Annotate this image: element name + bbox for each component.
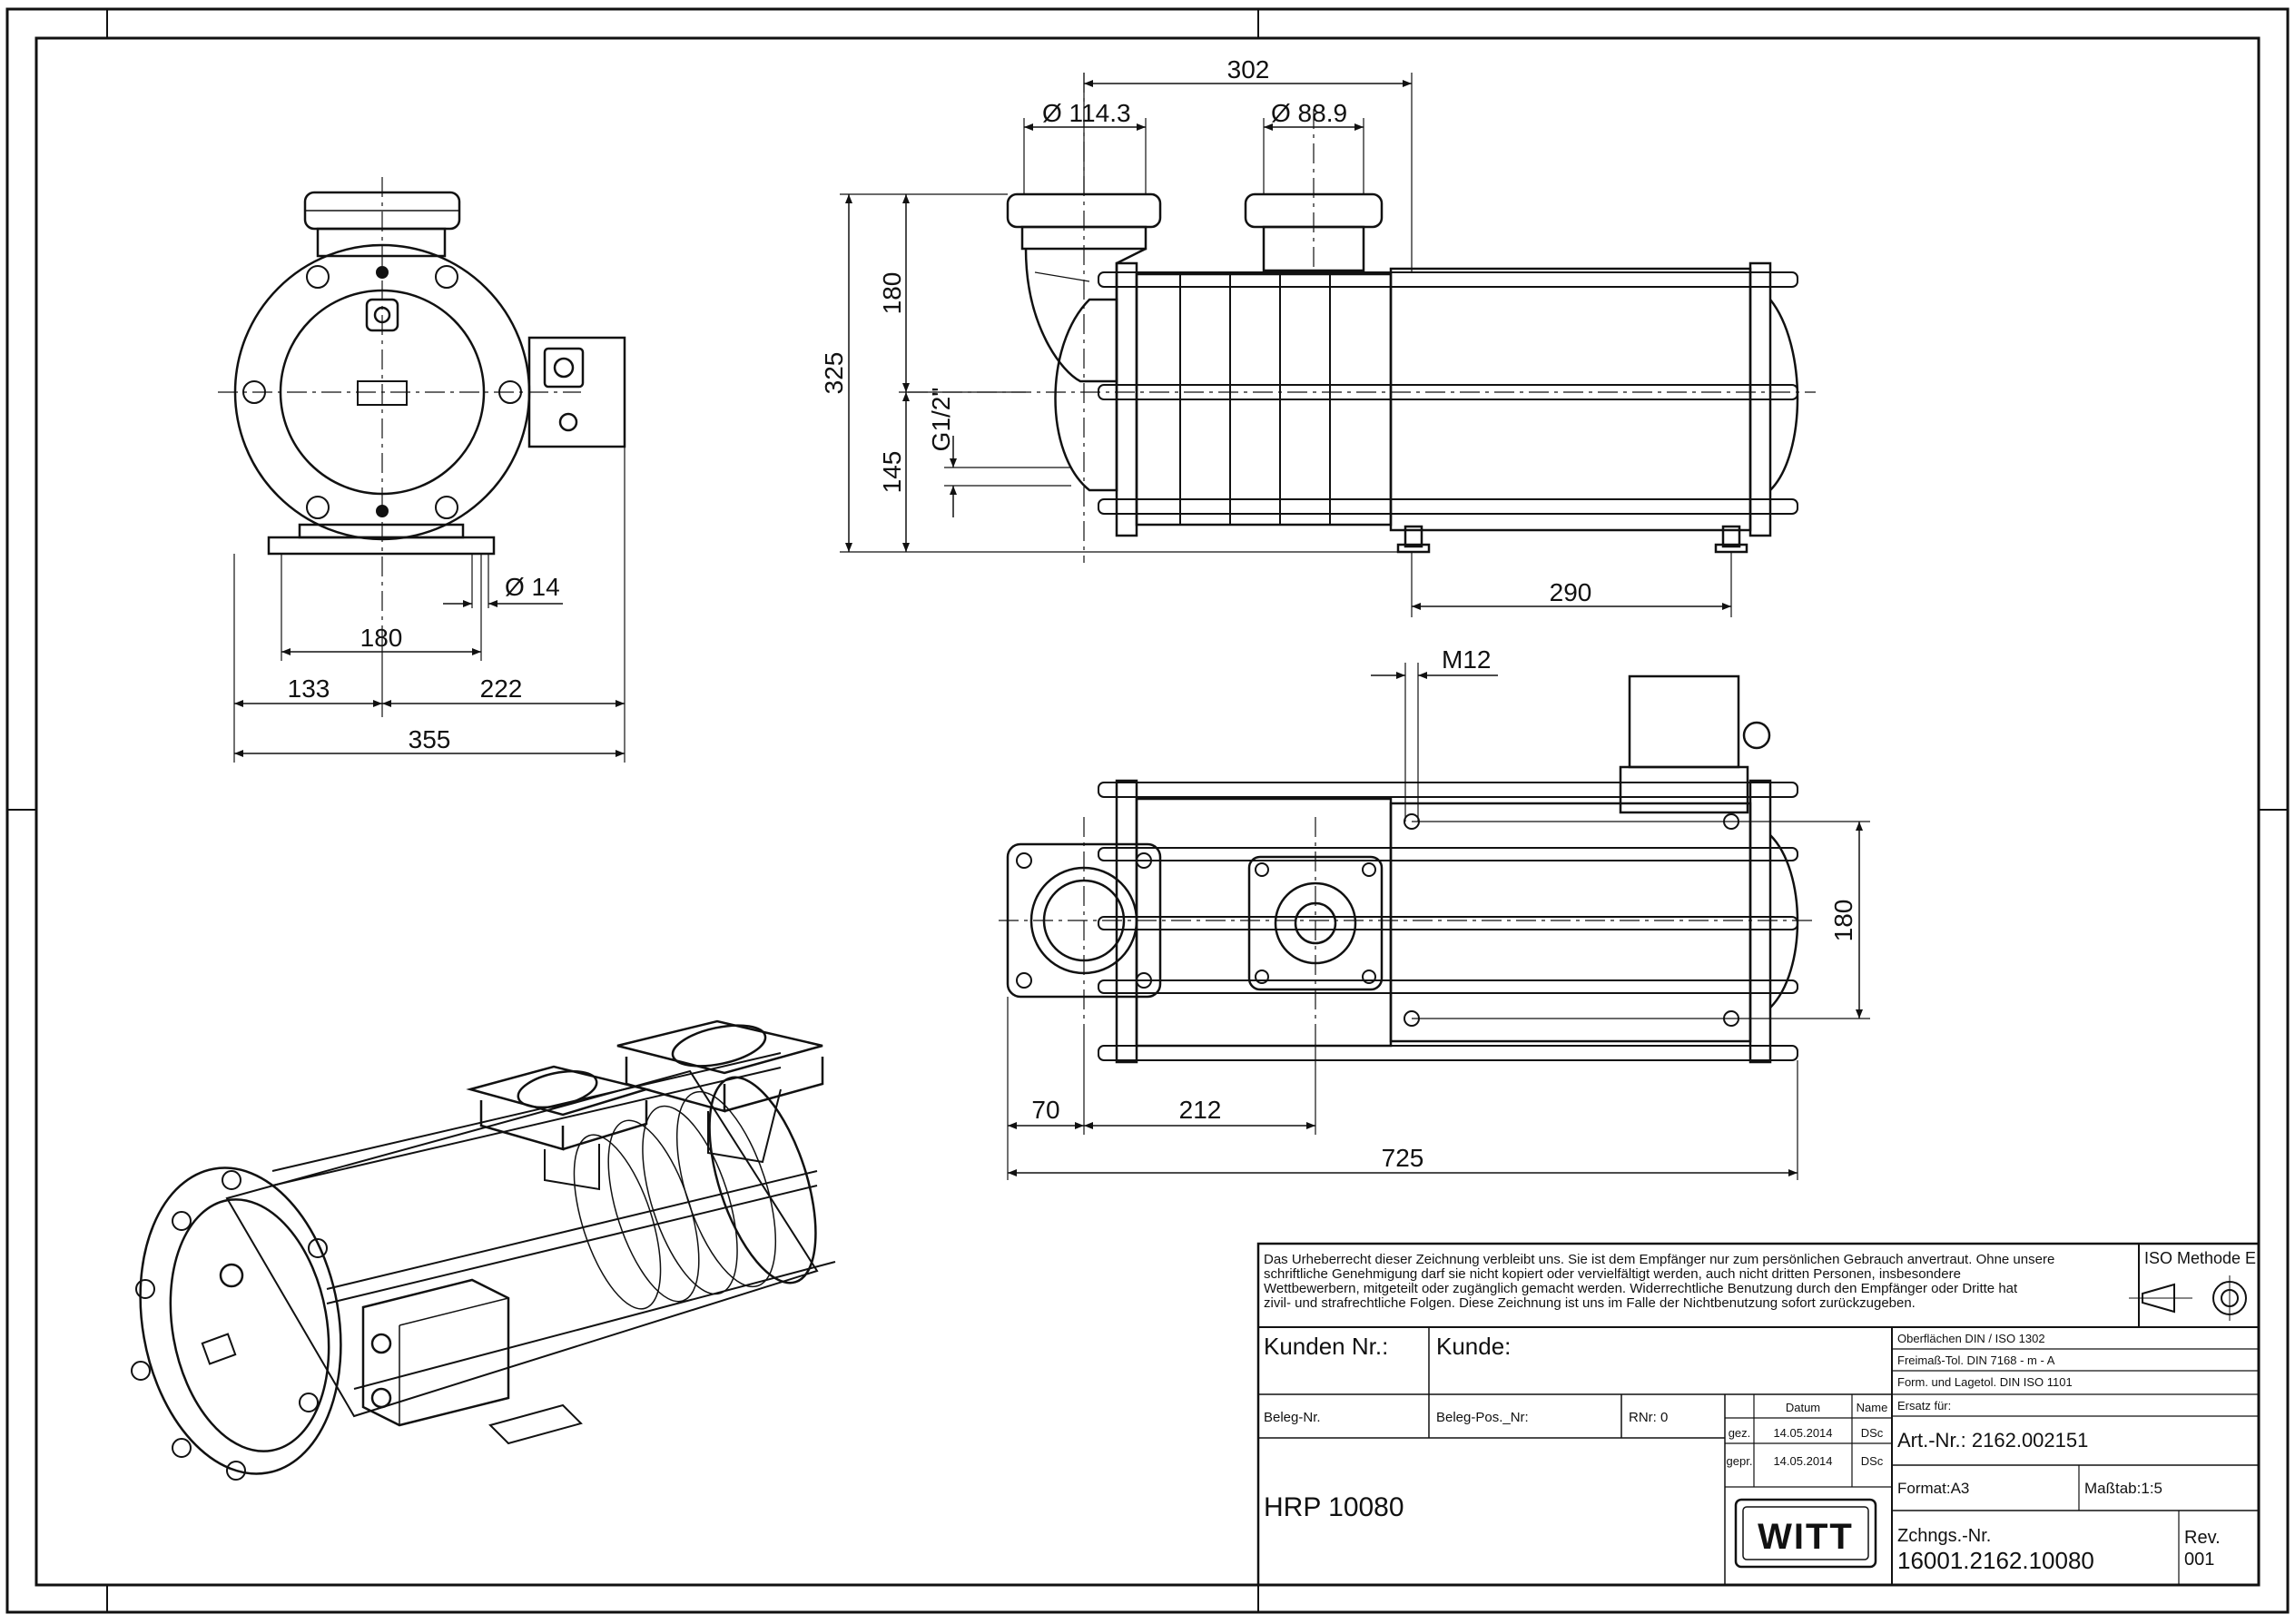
document-number-label: Beleg-Nr.	[1264, 1410, 1321, 1425]
dim-lower-height: 145	[878, 451, 906, 494]
iso-method-symbol	[2129, 1275, 2247, 1321]
top-view-dimensions	[1008, 672, 1863, 1176]
dim-suction-offset: 70	[1031, 1096, 1059, 1124]
surfaces-standard: Oberflächen DIN / ISO 1302	[1897, 1332, 2045, 1345]
dim-hole-diameter: Ø 14	[505, 573, 560, 601]
top-view-dimension-labels: M12 180 70 212 725	[1031, 645, 1857, 1172]
document-position-label: Beleg-Pos._Nr:	[1436, 1410, 1529, 1425]
general-tolerance: Freimaß-Tol. DIN 7168 - m - A	[1897, 1353, 2055, 1367]
format-field: Format:A3	[1897, 1480, 1969, 1497]
iso-method-label: ISO Methode E	[2144, 1249, 2256, 1267]
scale-value: 1:5	[2141, 1480, 2162, 1497]
name-header: Name	[1857, 1401, 1888, 1414]
replacement-for-label: Ersatz für:	[1897, 1399, 1951, 1412]
title-block-text: Das Urheberrecht dieser Zeichnung verble…	[1264, 1249, 2256, 1574]
checked-date: 14.05.2014	[1773, 1454, 1832, 1468]
dim-overall-width: 355	[409, 725, 451, 753]
dim-discharge-diameter: Ø 88.9	[1271, 99, 1347, 127]
drawn-date: 14.05.2014	[1773, 1426, 1832, 1440]
side-view	[840, 73, 1816, 617]
title-block	[1256, 1242, 2261, 1587]
checked-name: DSc	[1861, 1454, 1884, 1468]
scale-label: Maßtab:	[2084, 1480, 2141, 1497]
side-view-dimension-labels: 302 Ø 114.3 Ø 88.9 180 325 145 G1/2" 290	[820, 55, 1591, 606]
drawn-label: gez.	[1729, 1426, 1751, 1440]
drawn-name: DSc	[1861, 1426, 1884, 1440]
copyright-line-1: Das Urheberrecht dieser Zeichnung verble…	[1264, 1252, 2054, 1267]
front-view-dimension-labels: Ø 14 180 133 222 355	[288, 573, 560, 753]
side-view-dimensions	[845, 80, 1731, 610]
dim-total-height: 325	[820, 352, 848, 395]
dim-port-spacing: 212	[1179, 1096, 1222, 1124]
copyright-line-2: schriftliche Genehmigung darf sie nicht …	[1264, 1266, 1961, 1282]
revision-value: 001	[2184, 1550, 2214, 1570]
format-label: Format:	[1897, 1480, 1951, 1497]
front-view-dimensions	[234, 600, 625, 757]
sheet-frame	[5, 7, 2290, 1614]
dim-overall-length: 725	[1382, 1144, 1424, 1172]
isometric-view	[131, 1019, 836, 1481]
dim-drain-thread: G1/2"	[927, 388, 955, 452]
dim-foot-spacing: 290	[1550, 578, 1592, 606]
article-number: Art.-Nr.: 2162.002151	[1897, 1429, 2088, 1452]
customer-label: Kunde:	[1436, 1333, 1511, 1360]
drawing-number: 16001.2162.10080	[1897, 1547, 2094, 1574]
customer-number-label: Kunden Nr.:	[1264, 1333, 1388, 1360]
revision-label: Rev.	[2184, 1528, 2221, 1548]
witt-logo-box	[1734, 1498, 1877, 1569]
front-view	[218, 177, 626, 763]
drawing-number-label: Zchngs.-Nr.	[1897, 1526, 1991, 1546]
witt-logo: WITT	[1758, 1517, 1854, 1557]
dim-thread-size: M12	[1442, 645, 1491, 674]
dim-left-offset: 133	[288, 674, 330, 703]
dim-flange-distance: 302	[1227, 55, 1270, 84]
form-position-tolerance: Form. und Lagetol. DIN ISO 1101	[1897, 1375, 2073, 1389]
dim-suction-diameter: Ø 114.3	[1042, 99, 1131, 127]
dim-right-offset: 222	[480, 674, 523, 703]
date-header: Datum	[1786, 1401, 1820, 1414]
format-value: A3	[1951, 1480, 1970, 1497]
dim-upper-height: 180	[878, 272, 906, 315]
copyright-line-3: Wettbewerbern, mitgeteilt oder zugänglic…	[1264, 1281, 2018, 1296]
dim-foot-depth: 180	[1829, 900, 1857, 942]
copyright-line-4: zivil- und strafrechtliche Folgen. Diese…	[1264, 1295, 1916, 1311]
product-designation: HRP 10080	[1264, 1492, 1404, 1522]
revision-number: RNr: 0	[1629, 1410, 1668, 1425]
top-view	[999, 663, 1870, 1180]
dim-foot-width: 180	[360, 624, 403, 652]
checked-label: gepr.	[1727, 1454, 1753, 1468]
scale-field: Maßtab:1:5	[2084, 1480, 2162, 1497]
